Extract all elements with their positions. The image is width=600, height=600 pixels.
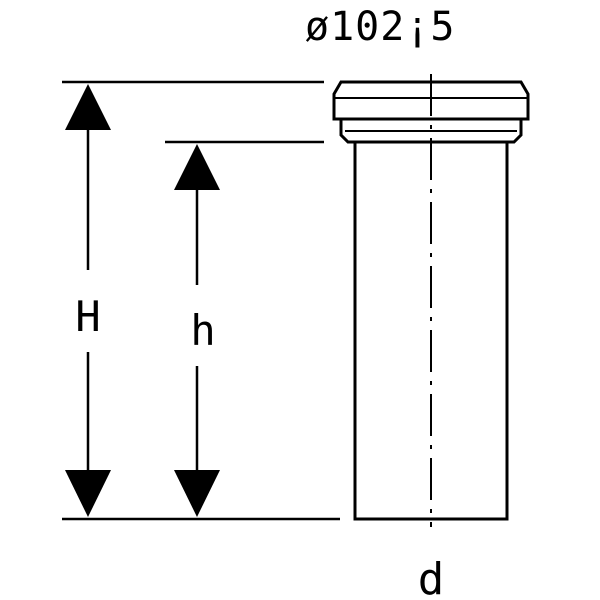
dimension-h: h bbox=[174, 144, 220, 517]
dimension-H: H bbox=[65, 84, 111, 517]
arrowhead-down-H bbox=[65, 470, 111, 517]
height-total-label: H bbox=[75, 292, 100, 341]
height-inner-label: h bbox=[190, 306, 215, 355]
arrowhead-down-h bbox=[174, 470, 220, 517]
diameter-label: d bbox=[418, 554, 445, 600]
top-diameter-label: ø102¡5 bbox=[305, 4, 456, 50]
pipe-socket-top bbox=[332, 80, 530, 121]
arrowhead-up-h bbox=[174, 144, 220, 190]
arrowhead-up-H bbox=[65, 84, 111, 130]
